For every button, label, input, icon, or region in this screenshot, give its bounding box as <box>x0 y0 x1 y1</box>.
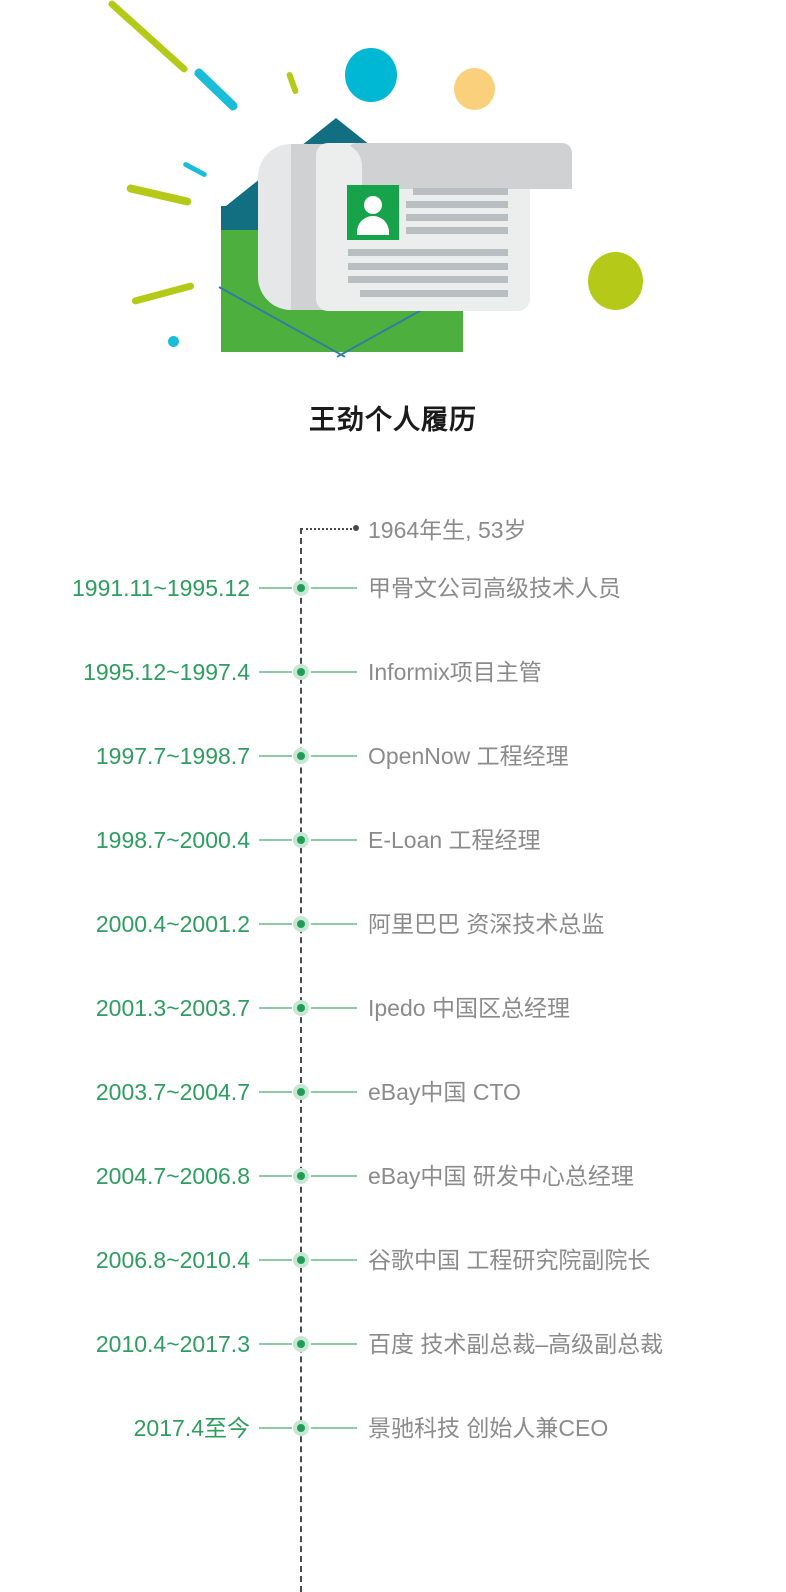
timeline-row[interactable]: 2017.4至今 景驰科技 创始人兼CEO <box>0 1408 786 1448</box>
connector-right-icon <box>311 1091 357 1093</box>
timeline-row-label: OpenNow 工程经理 <box>368 743 569 769</box>
connector-left-icon <box>259 1343 292 1345</box>
timeline-row[interactable]: 1997.7~1998.7 OpenNow 工程经理 <box>0 736 786 776</box>
resume-timeline: 1964年生, 53岁 1991.11~1995.12 甲骨文公司高级技术人员 … <box>0 470 786 1592</box>
birth-label: 1964年生, 53岁 <box>368 517 527 543</box>
timeline-node-icon[interactable] <box>297 1088 305 1096</box>
connector-right-icon <box>311 839 357 841</box>
resume-text-line <box>348 276 508 283</box>
hero-illustration <box>0 0 786 380</box>
timeline-node-icon[interactable] <box>297 1172 305 1180</box>
timeline-node-icon[interactable] <box>297 752 305 760</box>
resume-text-line <box>406 227 508 234</box>
avatar-head-icon <box>364 196 382 214</box>
spark-line-olive-icon <box>285 71 300 95</box>
timeline-row-label: 甲骨文公司高级技术人员 <box>368 575 621 601</box>
avatar-body-icon <box>357 216 389 235</box>
timeline-row[interactable]: 2010.4~2017.3 百度 技术副总裁–高级副总裁 <box>0 1324 786 1364</box>
timeline-birth-row: 1964年生, 53岁 <box>0 470 786 543</box>
resume-text-line <box>406 201 508 208</box>
birth-connector-tip-icon <box>353 525 359 531</box>
timeline-row-date: 1991.11~1995.12 <box>71 575 250 601</box>
timeline-axis <box>300 528 302 1592</box>
connector-right-icon <box>311 1007 357 1009</box>
page-title: 王劲个人履历 <box>309 405 477 436</box>
timeline-row[interactable]: 1998.7~2000.4 E-Loan 工程经理 <box>0 820 786 860</box>
connector-right-icon <box>311 1343 357 1345</box>
connector-left-icon <box>259 1175 292 1177</box>
connector-right-icon <box>311 923 357 925</box>
circle-olive-decor-icon <box>588 252 643 310</box>
birth-connector-dashed-icon <box>301 528 356 530</box>
timeline-row-label: eBay中国 CTO <box>368 1079 521 1105</box>
dot-cyan-icon <box>168 336 179 347</box>
timeline-node-icon[interactable] <box>297 1004 305 1012</box>
spark-line-cyan-icon <box>192 66 240 113</box>
timeline-row-label: 百度 技术副总裁–高级副总裁 <box>368 1331 664 1357</box>
resume-text-line <box>360 290 508 297</box>
timeline-row-date: 2017.4至今 <box>133 1415 250 1441</box>
connector-left-icon <box>259 923 292 925</box>
timeline-row[interactable]: 2003.7~2004.7 eBay中国 CTO <box>0 1072 786 1112</box>
timeline-row-label: Informix项目主管 <box>368 659 542 685</box>
timeline-node-icon[interactable] <box>297 584 305 592</box>
timeline-row-label: 谷歌中国 工程研究院副院长 <box>368 1247 651 1273</box>
timeline-row[interactable]: 2006.8~2010.4 谷歌中国 工程研究院副院长 <box>0 1240 786 1280</box>
timeline-row-date: 1997.7~1998.7 <box>95 743 250 769</box>
timeline-row-date: 2010.4~2017.3 <box>95 1331 250 1357</box>
timeline-node-icon[interactable] <box>297 668 305 676</box>
timeline-row[interactable]: 1991.11~1995.12 甲骨文公司高级技术人员 <box>0 568 786 608</box>
connector-left-icon <box>259 1007 292 1009</box>
connector-right-icon <box>311 671 357 673</box>
circle-amber-decor-icon <box>454 68 495 110</box>
timeline-row-label: E-Loan 工程经理 <box>368 827 541 853</box>
timeline-row-date: 2004.7~2006.8 <box>95 1163 250 1189</box>
timeline-node-icon[interactable] <box>297 1256 305 1264</box>
timeline-row-date: 1995.12~1997.4 <box>83 659 250 685</box>
resume-text-line <box>406 214 508 221</box>
timeline-node-icon[interactable] <box>297 1340 305 1348</box>
timeline-node-icon[interactable] <box>297 920 305 928</box>
connector-left-icon <box>259 671 292 673</box>
timeline-row-date: 1998.7~2000.4 <box>95 827 250 853</box>
timeline-row[interactable]: 1995.12~1997.4 Informix项目主管 <box>0 652 786 692</box>
timeline-row-label: eBay中国 研发中心总经理 <box>368 1163 634 1189</box>
connector-right-icon <box>311 1427 357 1429</box>
connector-left-icon <box>259 1091 292 1093</box>
connector-right-icon <box>311 1175 357 1177</box>
spark-line-olive-icon <box>125 183 193 207</box>
connector-left-icon <box>259 587 292 589</box>
resume-header-band-icon <box>347 143 572 189</box>
connector-left-icon <box>259 755 292 757</box>
timeline-row-label: Ipedo 中国区总经理 <box>368 995 570 1021</box>
timeline-row-date: 2001.3~2003.7 <box>95 995 250 1021</box>
spark-line-olive-icon <box>131 281 195 306</box>
timeline-node-icon[interactable] <box>297 1424 305 1432</box>
connector-right-icon <box>311 755 357 757</box>
connector-left-icon <box>259 1259 292 1261</box>
connector-left-icon <box>259 1427 292 1429</box>
timeline-row[interactable]: 2000.4~2001.2 阿里巴巴 资深技术总监 <box>0 904 786 944</box>
timeline-row-date: 2003.7~2004.7 <box>95 1079 250 1105</box>
timeline-row[interactable]: 2004.7~2006.8 eBay中国 研发中心总经理 <box>0 1156 786 1196</box>
timeline-row[interactable]: 2001.3~2003.7 Ipedo 中国区总经理 <box>0 988 786 1028</box>
timeline-node-icon[interactable] <box>297 836 305 844</box>
timeline-row-label: 阿里巴巴 资深技术总监 <box>368 911 605 937</box>
connector-left-icon <box>259 839 292 841</box>
timeline-row-label: 景驰科技 创始人兼CEO <box>368 1415 609 1441</box>
connector-right-icon <box>311 1259 357 1261</box>
spark-line-olive-icon <box>107 0 189 74</box>
circle-cyan-decor-icon <box>345 48 397 102</box>
timeline-row-date: 2006.8~2010.4 <box>95 1247 250 1273</box>
resume-text-line <box>348 249 508 256</box>
timeline-row-date: 2000.4~2001.2 <box>95 911 250 937</box>
resume-text-line <box>413 188 508 195</box>
resume-text-line <box>348 263 508 270</box>
connector-right-icon <box>311 587 357 589</box>
spark-line-cyan-icon <box>182 161 208 178</box>
